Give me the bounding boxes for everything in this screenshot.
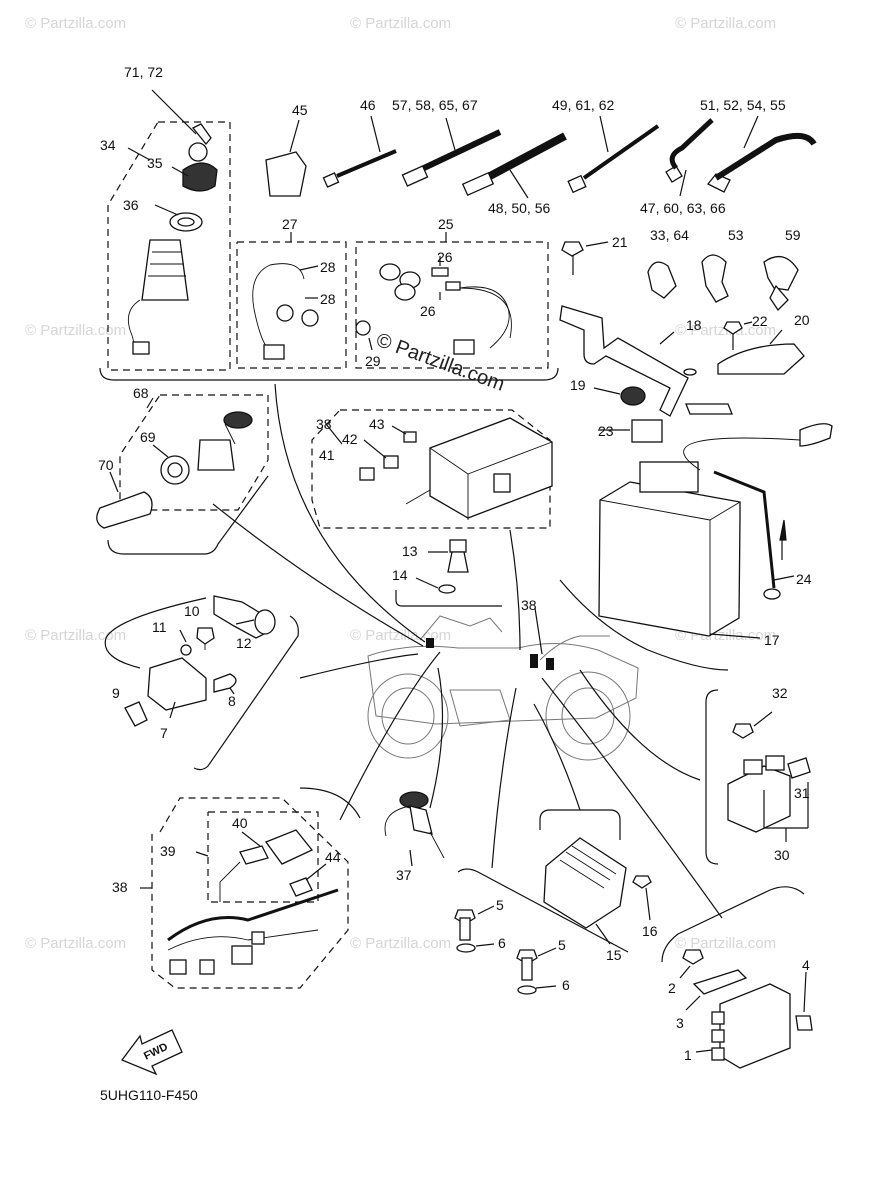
diagram-code: 5UHG110-F450 [100,1087,198,1103]
callout-68: 68 [133,385,149,401]
callout-69: 69 [140,429,156,445]
battery-bracket-group [559,241,805,417]
lead-wire-group-27 [236,232,347,369]
callout-18: 18 [686,317,702,333]
watermark: © Partzilla.com [350,627,451,644]
callout-3: 3 [676,1015,684,1031]
callout-25: 25 [438,216,454,232]
sensor-group [395,539,502,607]
callout-11: 11 [152,619,167,635]
callout-53: 53 [728,227,744,243]
leader-lines [212,383,723,919]
callout-7: 7 [160,725,168,741]
callout-48-50-56: 48, 50, 56 [488,200,550,216]
callout-36: 36 [123,197,139,213]
callout-59: 59 [785,227,801,243]
socket-group [96,394,269,529]
callout-49-61-62: 49, 61, 62 [552,97,614,113]
callout-24: 24 [796,571,812,587]
callout-29: 29 [365,353,381,369]
callout-4: 4 [802,957,810,973]
callout-37: 37 [396,867,412,883]
watermark: © Partzilla.com [675,322,776,339]
callout-14: 14 [392,567,408,583]
callout-38-c: 38 [112,879,128,895]
callout-44: 44 [325,849,341,865]
callout-57-58-65-67: 57, 58, 65, 67 [392,97,478,113]
callout-12: 12 [236,635,252,651]
fuse-box-group [311,409,553,529]
cdi-group [661,886,813,1069]
callout-5-b: 5 [558,937,566,953]
callout-46: 46 [360,97,376,113]
callout-2: 2 [668,980,676,996]
callout-28-a: 28 [320,259,336,275]
callout-34: 34 [100,137,116,153]
callout-30: 30 [774,847,790,863]
callout-40: 40 [232,815,248,831]
sub-harness-group [140,797,349,989]
bolts-group [454,868,629,995]
wire-ties-row [265,115,817,199]
callout-39: 39 [160,843,176,859]
watermark: © Partzilla.com [675,15,776,32]
callout-20: 20 [794,312,810,328]
watermark: © Partzilla.com [25,627,126,644]
watermark: © Partzilla.com [25,15,126,32]
callout-43: 43 [369,416,385,432]
watermark: © Partzilla.com [350,15,451,32]
relay-group [705,689,811,865]
callout-21: 21 [612,234,628,250]
callout-27: 27 [282,216,298,232]
lead-wire-group-25 [355,232,549,369]
callout-28-b: 28 [320,291,336,307]
callout-17: 17 [764,632,780,648]
callout-19: 19 [570,377,586,393]
watermark: © Partzilla.com [25,935,126,952]
callout-38-a: 38 [316,416,332,432]
callout-6-b: 6 [562,977,570,993]
callout-9: 9 [112,685,120,701]
callout-35: 35 [147,155,163,171]
left-switch-group [104,595,276,727]
watermark: © Partzilla.com [350,935,451,952]
callout-31: 31 [794,785,810,801]
callout-70: 70 [98,457,114,473]
callout-26-a: 26 [437,249,453,265]
callout-42: 42 [342,431,358,447]
callout-23: 23 [598,423,614,439]
rectifier-group [539,809,652,945]
callout-32: 32 [772,685,788,701]
callout-13: 13 [402,543,418,559]
callout-5-a: 5 [496,897,504,913]
callout-6-a: 6 [498,935,506,951]
main-switch-group [107,89,231,371]
callout-41: 41 [319,447,335,463]
callout-26-b: 26 [420,303,436,319]
callout-33-64: 33, 64 [650,227,689,243]
watermark: © Partzilla.com [25,322,126,339]
callout-8: 8 [228,693,236,709]
center-watermark: © Partzilla.com [373,329,507,396]
callout-1: 1 [684,1047,692,1063]
callout-47-60-63-66: 47, 60, 63, 66 [640,200,726,216]
watermark: © Partzilla.com [675,935,776,952]
callout-45: 45 [292,102,308,118]
switch-37-group [384,791,445,867]
battery-group [559,419,833,671]
callout-38-b: 38 [521,597,537,613]
callout-16: 16 [642,923,658,939]
callout-10: 10 [184,603,200,619]
callout-15: 15 [606,947,622,963]
clips-group [647,254,799,312]
callout-71-72: 71, 72 [124,64,163,80]
fwd-arrow: FWD [120,1029,183,1076]
callout-22: 22 [752,313,768,329]
callout-51-52-54-55: 51, 52, 54, 55 [700,97,786,113]
